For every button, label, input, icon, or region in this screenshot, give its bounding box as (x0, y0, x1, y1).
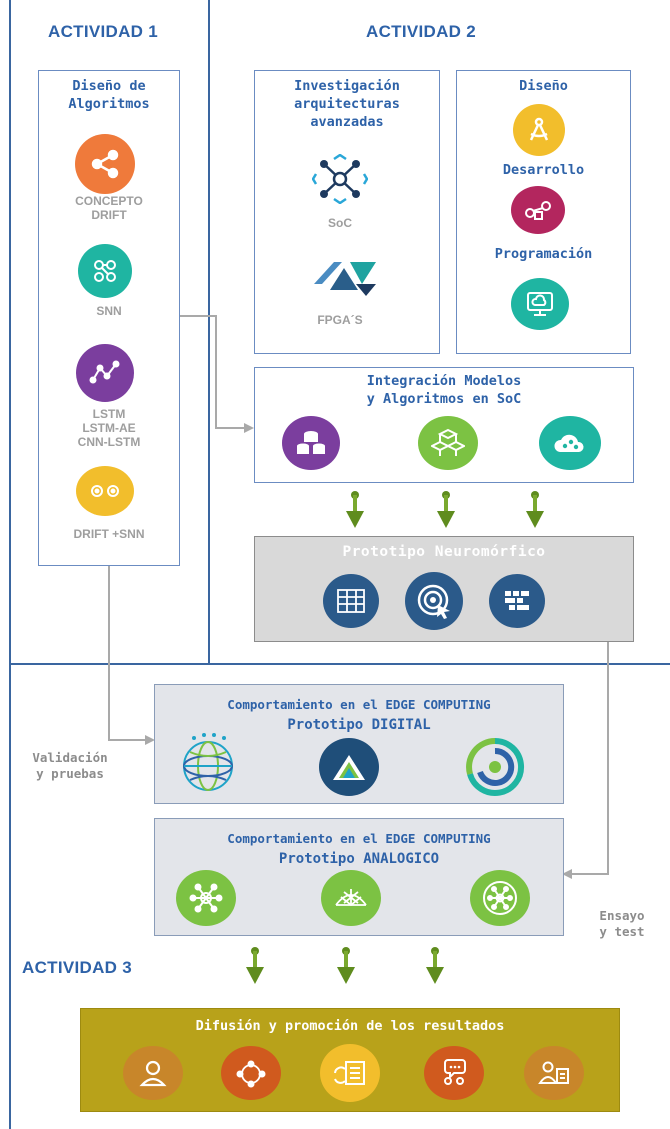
drift-snn-label: DRIFT +SNN (73, 527, 145, 541)
algoritmos-title: Diseño de Algoritmos (68, 78, 150, 112)
lstm-label: LSTM LSTM-AE CNN-LSTM (77, 407, 141, 449)
speaker-icon (424, 1046, 484, 1100)
actividad-3-title: ACTIVIDAD 3 (22, 958, 133, 977)
prototipo-title: Prototipo Neuromórfico (342, 544, 546, 560)
snn-label: SNN (96, 304, 122, 318)
document-chat-icon (320, 1044, 380, 1102)
person-icon (123, 1046, 183, 1100)
concepto-drift-label: CONCEPTO DRIFT (75, 194, 143, 222)
fpga-logo-icon (310, 254, 382, 298)
frame-left (9, 0, 11, 1129)
gears-icon (76, 466, 134, 516)
edge-digital-line1: Comportamiento en el EDGE COMPUTING (227, 697, 491, 712)
mesh-icon (321, 870, 381, 926)
edge-analogico-line2: Prototipo ANALOGICO (278, 851, 440, 867)
fpga-label: FPGA´S (317, 313, 363, 327)
boxes-icon (418, 416, 478, 470)
validacion-note: Validación y pruebas (32, 750, 108, 781)
programacion-title: Programación (494, 246, 593, 262)
hub-circle-icon (470, 870, 530, 926)
blocks-icon (489, 574, 545, 628)
integracion-title: Integración Modelos y Algoritmos en SoC (366, 373, 522, 407)
frame-divider-vertical (208, 0, 210, 665)
diseno-title: Diseño (519, 78, 568, 94)
frame-divider-horizontal (9, 663, 670, 665)
share-network-icon (75, 134, 135, 194)
soc-label: SoC (328, 216, 352, 230)
soc-network-icon (311, 153, 369, 205)
table-icon (323, 574, 379, 628)
globe-icon (176, 732, 240, 796)
investigacion-box: Investigación arquitecturas avanzadas (254, 70, 440, 354)
line-chart-icon (76, 344, 134, 402)
database-icon (282, 416, 340, 470)
ring-chart-icon (464, 736, 526, 798)
difusion-title: Difusión y promoción de los resultados (195, 1018, 505, 1034)
compass-icon (513, 104, 565, 156)
actividad-1-title: ACTIVIDAD 1 (48, 22, 159, 41)
user-card-icon (524, 1046, 584, 1100)
hub-icon (176, 870, 236, 926)
edge-analogico-line1: Comportamiento en el EDGE COMPUTING (227, 831, 491, 846)
group-icon (221, 1046, 281, 1100)
ensayo-note: Ensayo y test (599, 908, 645, 939)
cloud-monitor-icon (511, 278, 569, 330)
investigacion-title: Investigación arquitecturas avanzadas (294, 78, 400, 130)
actividad-2-title: ACTIVIDAD 2 (366, 22, 477, 41)
target-cursor-icon (405, 572, 463, 630)
edge-digital-line2: Prototipo DIGITAL (287, 717, 431, 733)
cloud-nodes-icon (539, 416, 601, 470)
node-graph-icon (78, 244, 132, 298)
desarrollo-title: Desarrollo (502, 162, 585, 178)
cubes-link-icon (511, 186, 565, 234)
mountain-triangle-icon (319, 738, 379, 796)
